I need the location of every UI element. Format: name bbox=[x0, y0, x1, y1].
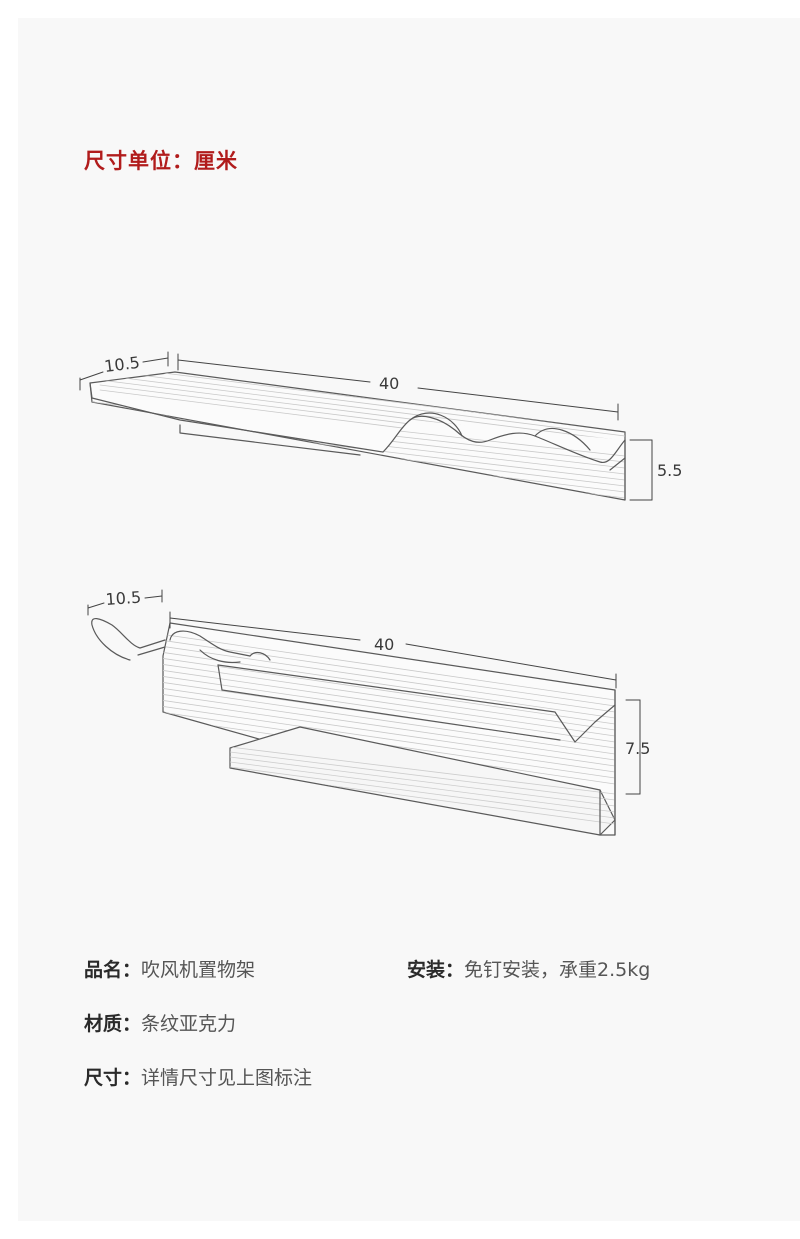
spec-material: 材质：条纹亚克力 bbox=[84, 1009, 236, 1036]
bottom-depth-label: 10.5 bbox=[105, 588, 142, 609]
bottom-height-label: 7.5 bbox=[625, 739, 650, 758]
spec-name-label: 品名： bbox=[84, 959, 142, 981]
bottom-dimension-lines bbox=[87, 589, 641, 795]
bottom-length-label: 40 bbox=[374, 635, 394, 654]
spec-material-value: 条纹亚克力 bbox=[141, 1013, 237, 1035]
bottom-shelf-body bbox=[91, 618, 616, 836]
spec-size-label: 尺寸： bbox=[84, 1067, 142, 1089]
top-shelf bbox=[79, 351, 653, 501]
top-depth-label: 10.5 bbox=[103, 353, 141, 376]
bottom-shelf bbox=[87, 589, 641, 836]
spec-install: 安装：免钉安装，承重2.5kg bbox=[407, 955, 650, 982]
spec-material-label: 材质： bbox=[84, 1013, 142, 1035]
top-shelf-body bbox=[89, 371, 626, 501]
spec-size-value: 详情尺寸见上图标注 bbox=[141, 1067, 313, 1089]
page-background bbox=[18, 18, 800, 1221]
top-dimension-lines bbox=[79, 351, 653, 501]
spec-name-value: 吹风机置物架 bbox=[141, 959, 256, 981]
unit-title: 尺寸单位：厘米 bbox=[84, 149, 238, 173]
spec-name: 品名：吹风机置物架 bbox=[84, 955, 255, 982]
top-height-label: 5.5 bbox=[657, 461, 682, 480]
spec-size: 尺寸：详情尺寸见上图标注 bbox=[84, 1063, 312, 1090]
top-length-label: 40 bbox=[379, 374, 399, 393]
spec-install-label: 安装： bbox=[407, 959, 465, 981]
spec-install-value: 免钉安装，承重2.5kg bbox=[464, 959, 651, 981]
